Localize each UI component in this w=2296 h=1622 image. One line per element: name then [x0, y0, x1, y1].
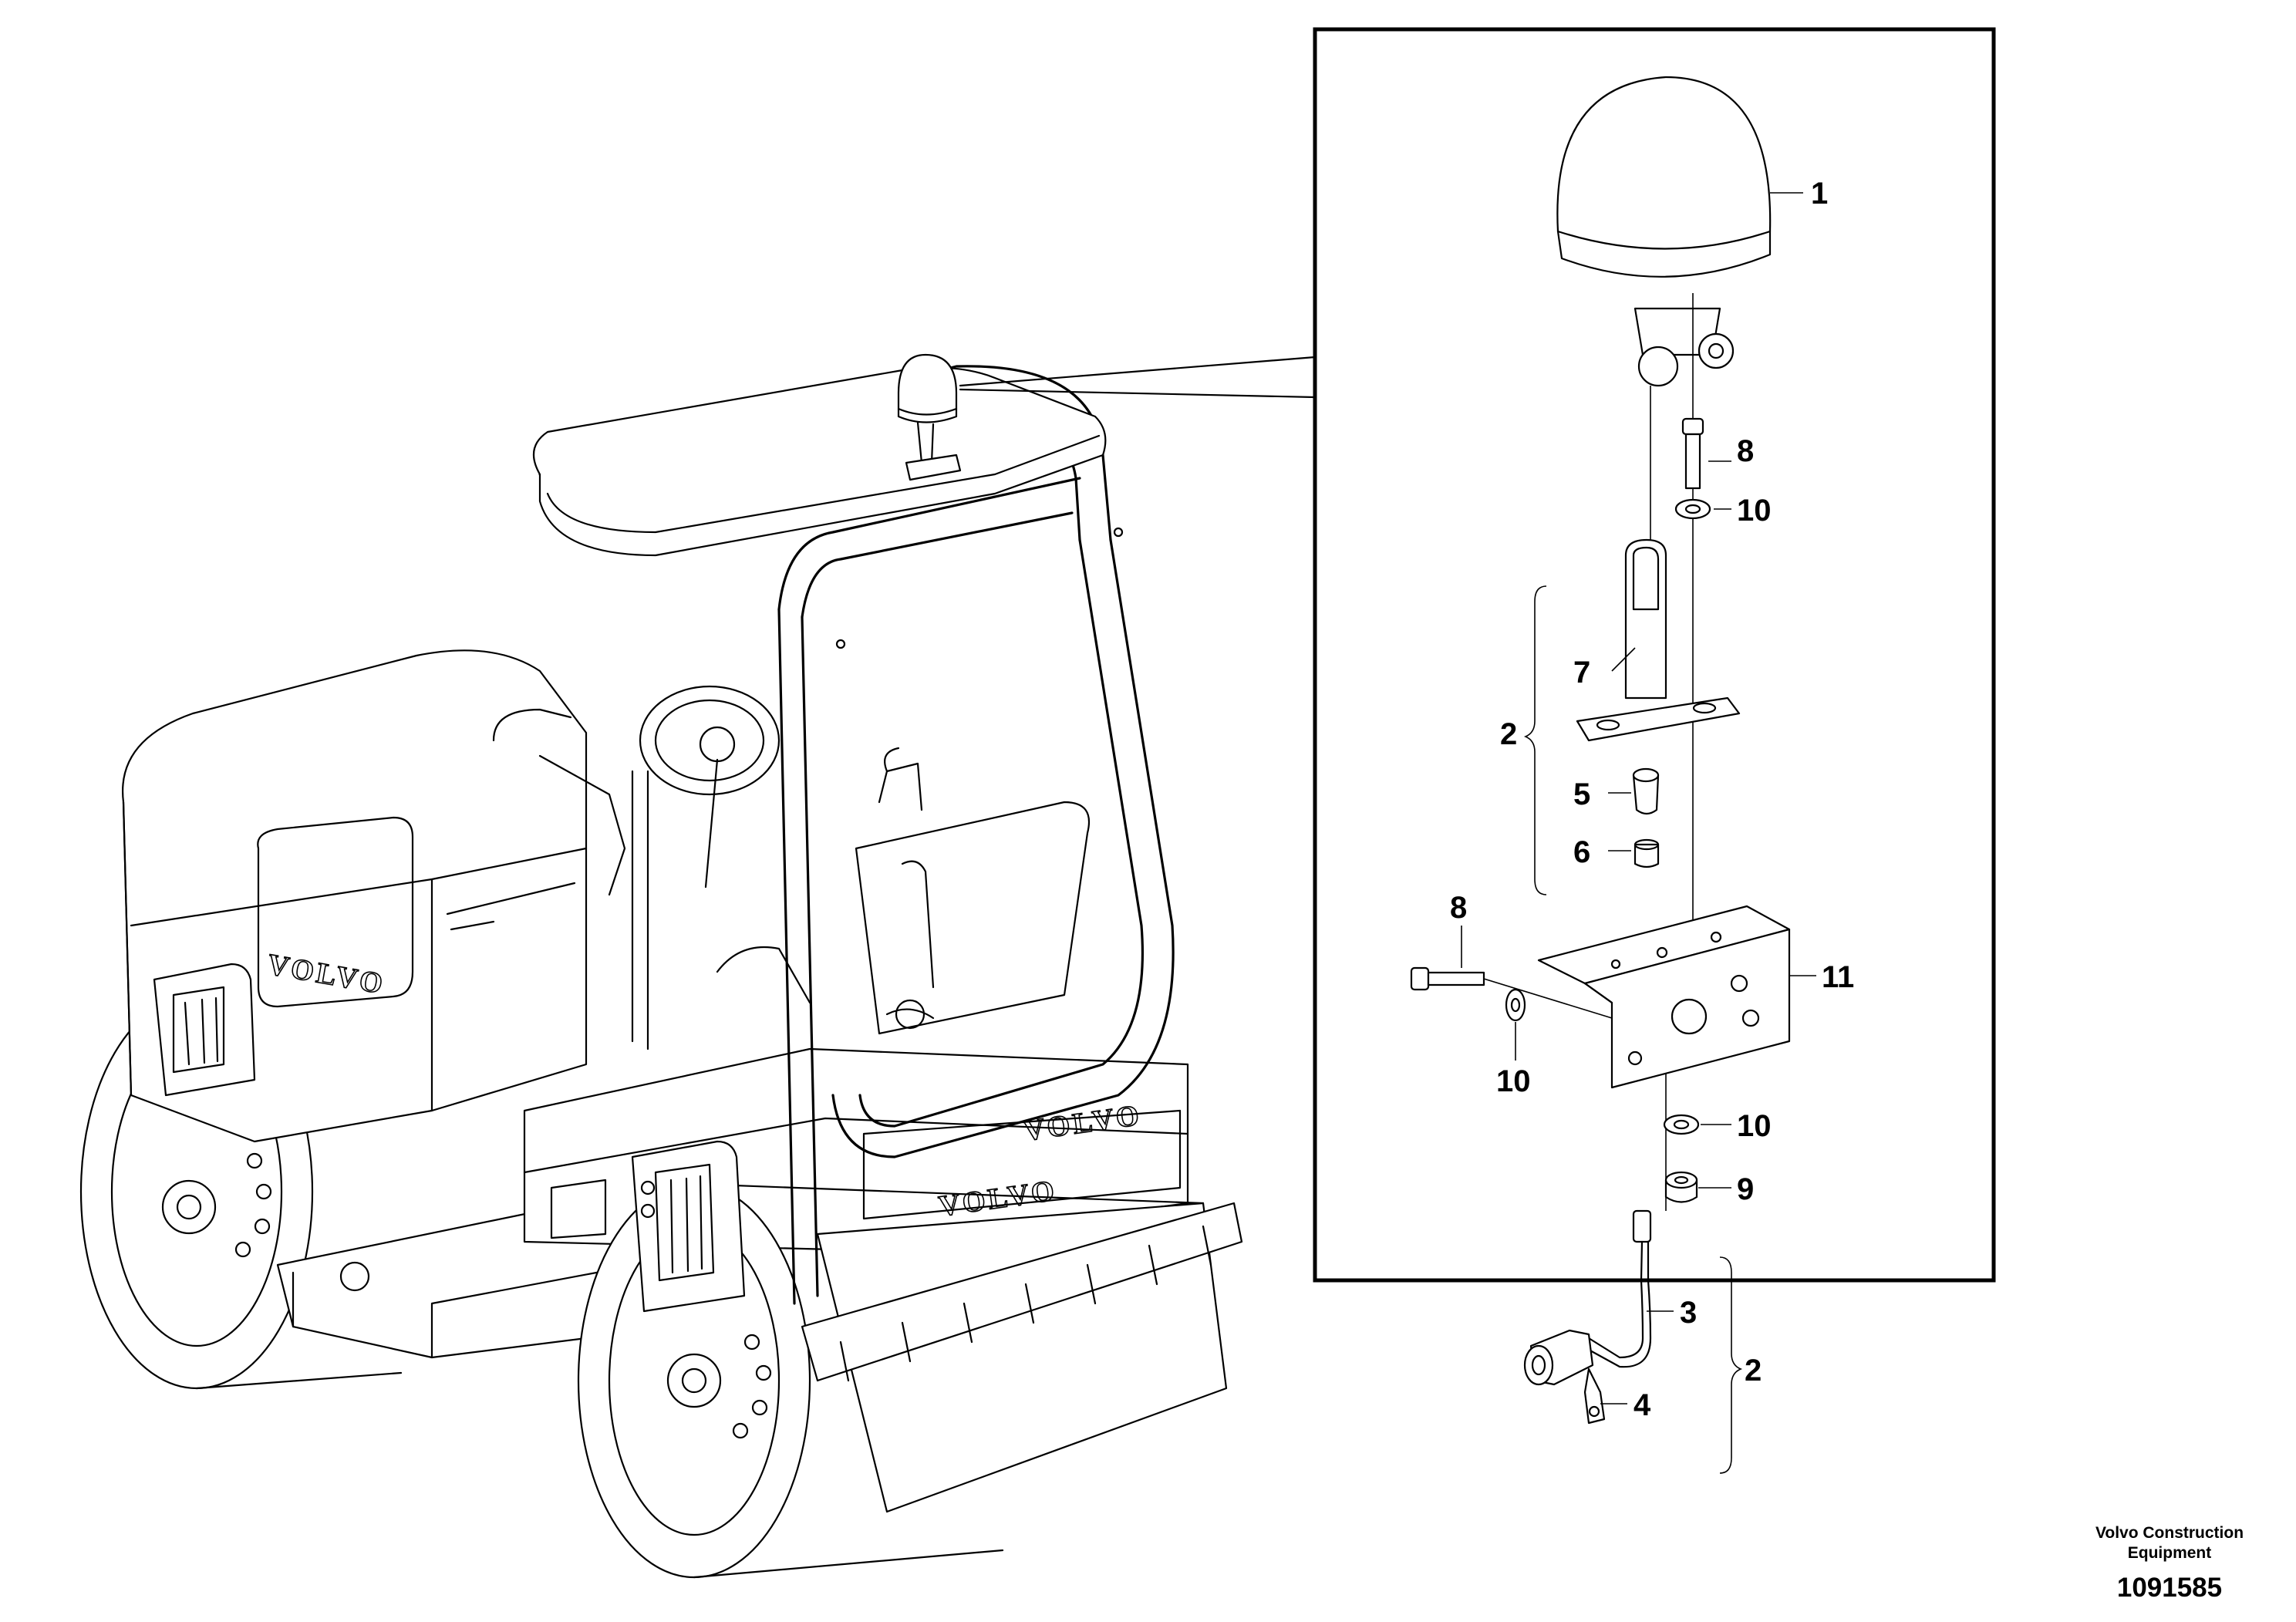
part-11-bracket [1537, 905, 1791, 1089]
callout-4: 4 [1633, 1388, 1651, 1422]
callout-10-side: 10 [1496, 1064, 1531, 1098]
callout-10-top: 10 [1737, 494, 1772, 528]
part-8-bolt-top [1681, 417, 1704, 490]
callout-5: 5 [1573, 777, 1590, 811]
part-10-washer-bottom [1663, 1114, 1700, 1135]
operator-station [492, 685, 1091, 1050]
callout-3: 3 [1680, 1296, 1697, 1330]
part-10-washer-top [1674, 498, 1711, 520]
front-drum-bracket [631, 1140, 746, 1313]
callout-labels: 1 8 10 7 2 5 6 8 11 10 10 9 3 2 4 [1450, 177, 1854, 1422]
callout-8-side: 8 [1450, 891, 1467, 925]
company-name-line1: Volvo Construction [2095, 1524, 2244, 1542]
part-9-nut [1664, 1171, 1698, 1203]
part-3-cable [1523, 1209, 1652, 1386]
part-10-washer-side [1505, 988, 1526, 1022]
callout-10-bottom: 10 [1737, 1109, 1772, 1143]
part-1-beacon [1556, 76, 1772, 387]
callout-9: 9 [1737, 1172, 1754, 1206]
callout-2-upper: 2 [1500, 717, 1517, 751]
detail-leader-lines [959, 356, 1317, 399]
callout-1: 1 [1811, 177, 1828, 211]
part-8-bolt-side [1410, 966, 1613, 1019]
rear-drum-bracket [153, 963, 256, 1097]
front-drum [577, 1182, 1243, 1579]
roof-beacon [897, 353, 962, 481]
part-4-ground-clip [1583, 1367, 1606, 1425]
rops-frame [532, 365, 1175, 1305]
detail-frame [1313, 27, 1996, 1283]
callout-11: 11 [1822, 960, 1854, 994]
part-6-sleeve [1633, 838, 1660, 868]
drawing-footer: Volvo Construction Equipment 1091585 [2095, 1524, 2244, 1603]
callout-leaders [1461, 192, 1816, 1404]
part-7-mount-post [1576, 538, 1741, 742]
callout-2-lower: 2 [1745, 1354, 1762, 1388]
drawing-number: 1091585 [2117, 1573, 2222, 1603]
brace-group-2-upper [1523, 585, 1547, 895]
callout-7: 7 [1573, 656, 1590, 690]
roller-machine-illustration: VOLVO VOLVO VOLVO [79, 353, 1243, 1579]
company-name-line2: Equipment [2128, 1544, 2212, 1562]
part-5-bush [1632, 767, 1660, 815]
brace-group-2-lower [1719, 1256, 1743, 1474]
callout-6: 6 [1573, 835, 1590, 869]
chassis-frame [276, 1209, 680, 1359]
callout-8-top: 8 [1737, 434, 1754, 468]
